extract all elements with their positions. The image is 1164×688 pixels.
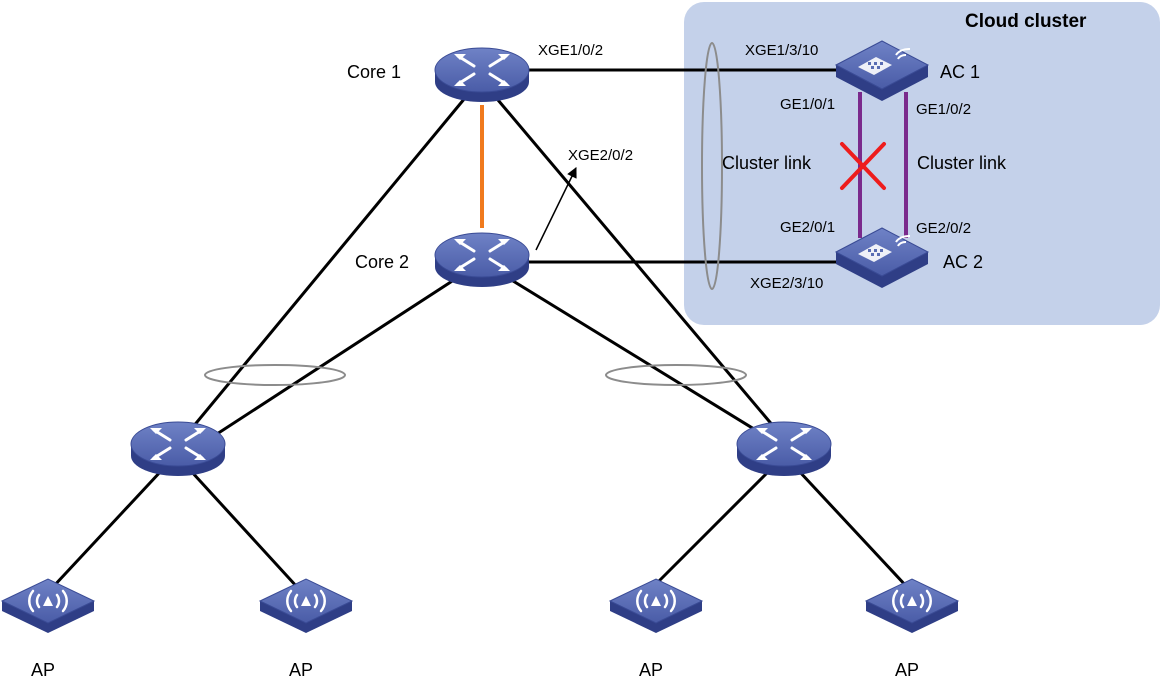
access-point-icon [0, 577, 96, 635]
aggregation-ring-ac [701, 42, 723, 290]
ap4-label: AP [895, 660, 919, 680]
cluster-link-left-label: Cluster link [722, 153, 812, 173]
port-label: XGE1/0/2 [538, 42, 603, 59]
port-label: XGE2/0/2 [568, 147, 633, 164]
core2-label: Core 2 [355, 252, 409, 272]
ap2-label: AP [289, 660, 313, 680]
port-pointer-arrow [535, 167, 577, 251]
link-core2-access-left [199, 274, 461, 447]
cloud-cluster-title: Cloud cluster [965, 11, 1087, 32]
core-switch-icon [433, 46, 531, 104]
link-access-left-ap2 [188, 468, 300, 590]
ac1-label: AC 1 [940, 62, 980, 82]
core1-label: Core 1 [347, 62, 401, 82]
access-point-icon [258, 577, 354, 635]
ac2-label: AC 2 [943, 252, 983, 272]
port-label: GE2/0/2 [916, 220, 971, 237]
core-switch-icon [433, 231, 531, 289]
ap3-label: AP [639, 660, 663, 680]
access-point-icon [864, 577, 960, 635]
ap1-label: AP [31, 660, 55, 680]
aggregation-ring-left [204, 364, 346, 386]
link-core2-access-right [504, 274, 781, 447]
cluster-link-right-label: Cluster link [917, 153, 1007, 173]
port-label: XGE2/3/10 [750, 275, 823, 292]
links [50, 68, 910, 590]
aggregation-ring-right [605, 364, 747, 386]
link-core1-access-right [496, 99, 787, 441]
cloud-cluster-region [684, 2, 1160, 325]
link-access-left-ap1 [50, 468, 164, 590]
port-label: GE2/0/1 [780, 219, 835, 236]
failed-link-x-icon [840, 142, 886, 190]
link-access-right-ap3 [650, 468, 772, 590]
access-switch-icon [129, 420, 227, 478]
port-label: GE1/0/1 [780, 96, 835, 113]
port-label: XGE1/3/10 [745, 42, 818, 59]
access-point-icon [608, 577, 704, 635]
link-access-right-ap4 [796, 468, 910, 590]
port-label: GE1/0/2 [916, 101, 971, 118]
access-switch-icon [735, 420, 833, 478]
link-core1-access-left [176, 97, 467, 446]
